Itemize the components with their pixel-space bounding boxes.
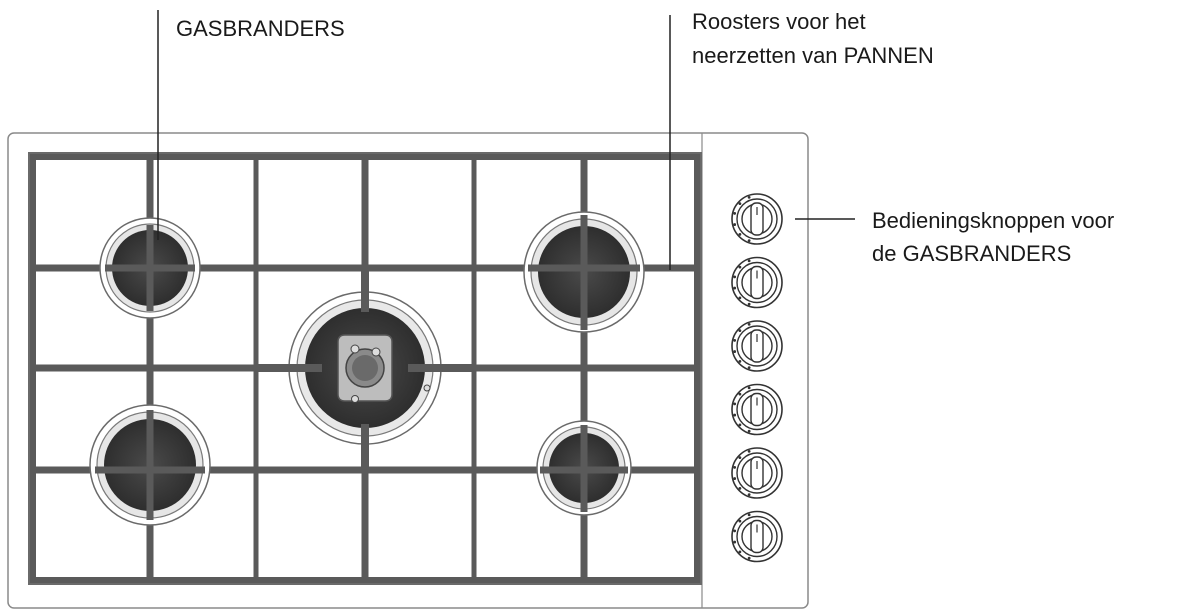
control-knobs <box>731 193 783 563</box>
control-knob-3[interactable] <box>731 320 783 372</box>
label-knobs-line1: Bedieningsknoppen voor <box>872 208 1114 233</box>
control-knob-5[interactable] <box>731 447 783 499</box>
label-grates-line1: Roosters voor het <box>692 9 866 34</box>
label-grates-line2: neerzetten van PANNEN <box>692 43 934 68</box>
burner-top-right <box>523 211 645 333</box>
burner-bottom-left <box>89 404 211 526</box>
label-knobs-line2: de GASBRANDERS <box>872 241 1071 266</box>
burner-center-wok <box>256 268 474 470</box>
control-knob-2[interactable] <box>731 256 783 309</box>
control-knob-4[interactable] <box>731 383 783 436</box>
label-burners: GASBRANDERS <box>176 16 345 41</box>
control-knob-6[interactable] <box>731 510 783 563</box>
burner-bottom-right <box>536 420 632 516</box>
grate-frame <box>28 152 702 585</box>
burner-top-left <box>99 217 201 319</box>
control-knob-1[interactable] <box>731 193 783 245</box>
